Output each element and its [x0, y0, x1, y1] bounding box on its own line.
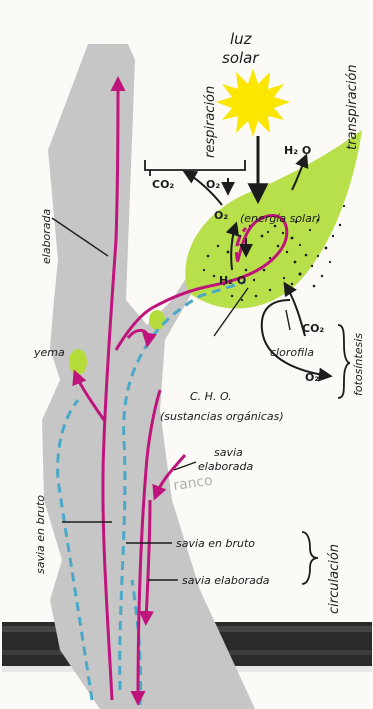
label-savia-elaborada-1: savia	[214, 446, 243, 459]
label-co2-respiracion: CO₂	[152, 178, 174, 191]
label-savia-elaborada: savia elaborada	[182, 574, 270, 587]
sun-icon	[216, 68, 290, 137]
label-luz: luz	[230, 30, 253, 48]
label-savia-en-bruto-vertical: savia en bruto	[34, 495, 47, 574]
label-energia-solar: (energía solar)	[240, 212, 321, 225]
label-o2-respiracion: O₂	[206, 178, 220, 191]
tree-trunk	[42, 44, 255, 709]
label-co2-fotosintesis: CO₂	[302, 322, 324, 335]
label-o2-leaf: O₂	[214, 209, 228, 222]
label-transpiracion: transpiración	[345, 64, 360, 150]
label-fotosintesis: fotosíntesis	[352, 333, 365, 396]
label-solar: solar	[222, 49, 259, 67]
label-yema: yema	[33, 346, 65, 359]
label-h2o-transpiracion: H₂ O	[284, 144, 311, 157]
bud-upper	[149, 310, 165, 330]
label-watermark: ranco	[172, 473, 213, 494]
label-circulacion: circulación	[327, 544, 342, 614]
label-savia-elaborada-2: elaborada	[198, 460, 254, 473]
label-h2o-leaf: H₂ O	[219, 274, 246, 287]
label-sustancias-organicas: (sustancias orgánicas)	[160, 410, 284, 423]
label-clorofila: clorofila	[270, 346, 314, 359]
label-elaborada-vertical: elaborada	[40, 208, 53, 264]
label-respiracion: respiración	[203, 86, 218, 158]
label-cho: C. H. O.	[190, 390, 232, 403]
label-o2-fotosintesis: O₂	[305, 371, 319, 384]
label-savia-en-bruto: savia en bruto	[176, 537, 255, 550]
bud-yema	[69, 349, 87, 375]
